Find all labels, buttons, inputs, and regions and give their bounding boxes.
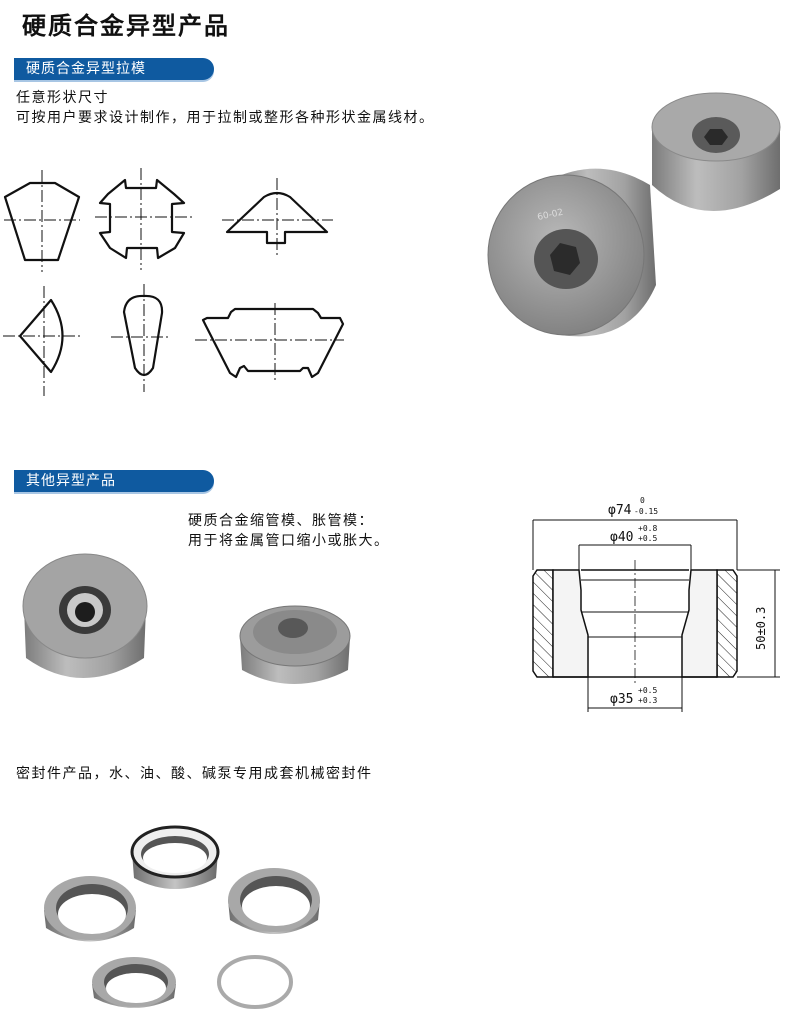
sizing-die-photo-large <box>22 548 152 683</box>
svg-text:0: 0 <box>640 496 645 505</box>
seal-ring-bottom-right <box>217 955 293 1009</box>
inner-top-diameter-label: φ40 <box>610 530 633 545</box>
seal-ring-bottom-left <box>92 957 176 1008</box>
section-banner-shaped-drawing-dies: 硬质合金异型拉模 <box>14 58 214 80</box>
svg-text:+0.5: +0.5 <box>638 686 657 695</box>
height-label: 50±0.3 <box>754 607 768 650</box>
seal-ring-left <box>44 876 136 942</box>
seal-ring-right <box>228 868 320 934</box>
section2-desc-line1: 硬质合金缩管模、胀管模： <box>188 513 374 529</box>
svg-text:+0.3: +0.3 <box>638 696 657 705</box>
drawing-dies-photo: 60-02 <box>480 85 800 355</box>
svg-text:+0.8: +0.8 <box>638 524 657 533</box>
seal-ring-top <box>130 825 220 889</box>
trapezoid-profile <box>3 170 81 272</box>
outer-diameter-label: φ74 <box>608 503 632 518</box>
wide-trapezoid-grooved-profile <box>195 303 345 382</box>
section-banner-other-shaped-products: 其他异型产品 <box>14 470 214 492</box>
teardrop-profile <box>111 284 168 392</box>
sizing-die-photo-small <box>238 598 353 693</box>
dome-with-key-profile <box>222 178 333 258</box>
profile-drawings <box>3 168 345 396</box>
die-front: 60-02 <box>487 168 656 337</box>
svg-text:-0.15: -0.15 <box>634 507 658 516</box>
seals-caption: 密封件产品，水、油、酸、碱泵专用成套机械密封件 <box>16 766 373 782</box>
mechanical-seals-photo <box>0 800 360 1033</box>
section2-desc-line2: 用于将金属管口缩小或胀大。 <box>188 533 390 549</box>
sizing-die-technical-drawing: φ74 0 -0.15 φ40 +0.8 +0.5 φ35 +0.5 +0.3 … <box>532 496 780 712</box>
section1-line1: 任意形状尺寸 <box>16 90 109 106</box>
section1-line2: 可按用户要求设计制作，用于拉制或整形各种形状金属线材。 <box>16 110 435 126</box>
cross-notched-octagon-profile <box>95 168 193 270</box>
page-title: 硬质合金异型产品 <box>22 12 230 40</box>
lens-profile <box>3 286 82 396</box>
inner-bottom-diameter-label: φ35 <box>610 692 633 707</box>
svg-text:+0.5: +0.5 <box>638 534 657 543</box>
die-back <box>651 92 781 212</box>
